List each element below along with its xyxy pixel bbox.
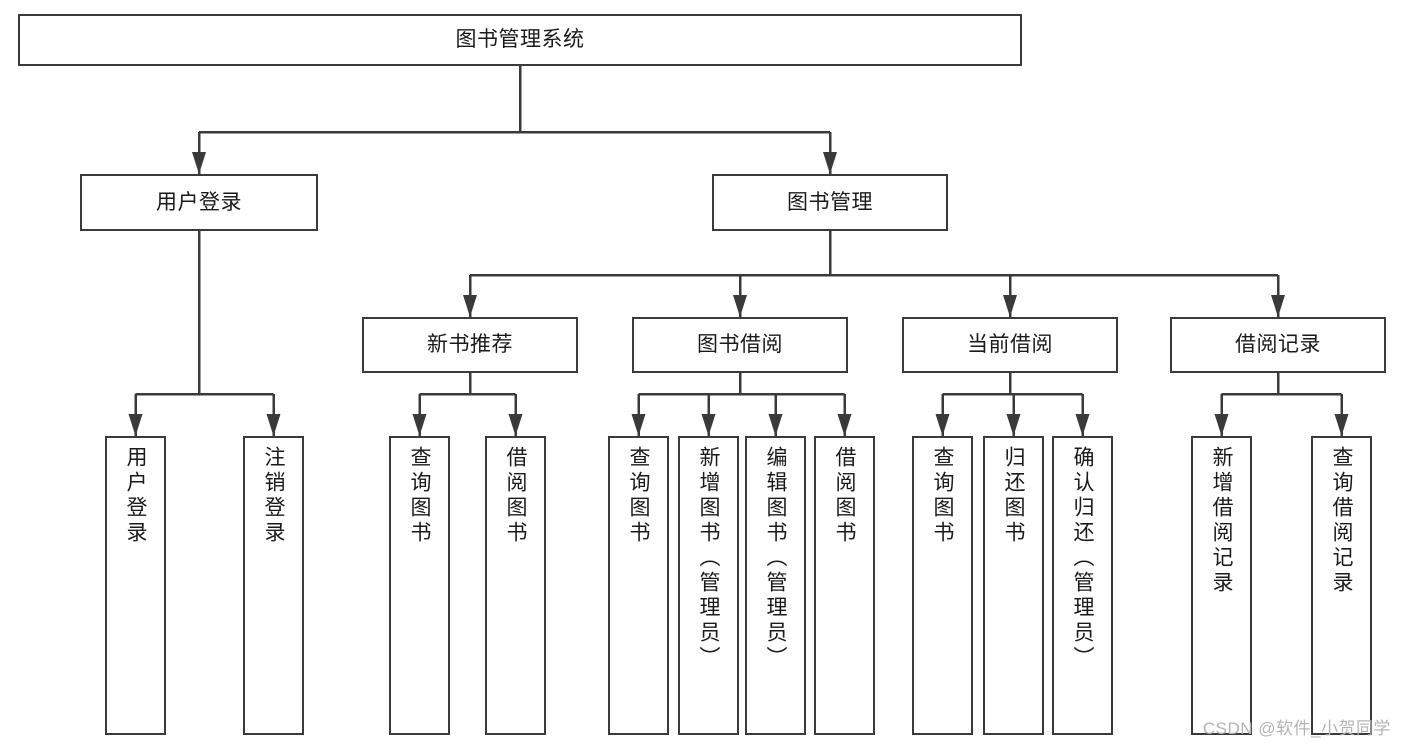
node-root[interactable]: 图书管理系统 (18, 14, 1022, 66)
arrowhead-icon (412, 414, 427, 436)
node-label: 查询借阅记录 (1330, 446, 1353, 596)
arrowhead-icon (1334, 414, 1349, 436)
arrowhead-icon (631, 414, 646, 436)
node-current-borrow[interactable]: 当前借阅 (902, 317, 1118, 373)
node-label: 新书推荐 (427, 333, 513, 357)
node-leaf-b1[interactable]: 借阅图书 (485, 436, 546, 735)
arrowhead-icon (1271, 295, 1285, 317)
arrowhead-icon (192, 152, 206, 174)
node-label: 用户登录 (124, 446, 147, 546)
node-leaf-q1[interactable]: 查询图书 (389, 436, 450, 735)
node-user-login[interactable]: 用户登录 (80, 174, 318, 231)
node-leaf-qrec[interactable]: 查询借阅记录 (1311, 436, 1372, 735)
arrowhead-icon (733, 295, 747, 317)
node-label: 新增借阅记录 (1210, 446, 1233, 596)
node-label: 确认归还（管理员） (1071, 446, 1094, 671)
arrowhead-icon (1075, 414, 1090, 436)
node-label: 借阅图书 (504, 446, 527, 546)
node-label: 当前借阅 (967, 333, 1053, 357)
arrowhead-icon (1214, 414, 1229, 436)
node-borrow-record[interactable]: 借阅记录 (1170, 317, 1386, 373)
node-label: 查询图书 (627, 446, 650, 546)
node-leaf-addrec[interactable]: 新增借阅记录 (1191, 436, 1252, 735)
node-label: 借阅记录 (1235, 333, 1321, 357)
arrowhead-icon (463, 295, 477, 317)
node-leaf-b2[interactable]: 借阅图书 (814, 436, 875, 735)
node-new-book-rec[interactable]: 新书推荐 (362, 317, 578, 373)
node-label: 归还图书 (1002, 446, 1025, 546)
arrowhead-icon (935, 414, 950, 436)
arrowhead-icon (508, 414, 523, 436)
node-label: 查询图书 (408, 446, 431, 546)
node-leaf-login[interactable]: 用户登录 (105, 436, 166, 735)
arrowhead-icon (768, 414, 783, 436)
node-label: 新增图书（管理员） (697, 446, 720, 671)
node-leaf-return[interactable]: 归还图书 (983, 436, 1044, 735)
arrowhead-icon (1006, 414, 1021, 436)
node-leaf-add[interactable]: 新增图书（管理员） (678, 436, 739, 735)
arrowhead-icon (1003, 295, 1017, 317)
arrowhead-icon (701, 414, 716, 436)
node-label: 图书借阅 (697, 333, 783, 357)
node-book-borrow[interactable]: 图书借阅 (632, 317, 848, 373)
node-label: 编辑图书（管理员） (764, 446, 787, 671)
arrowhead-icon (823, 152, 837, 174)
node-label: 借阅图书 (833, 446, 856, 546)
node-leaf-q3[interactable]: 查询图书 (912, 436, 973, 735)
node-leaf-logout[interactable]: 注销登录 (243, 436, 304, 735)
node-leaf-q2[interactable]: 查询图书 (608, 436, 669, 735)
arrowhead-icon (128, 414, 143, 436)
node-leaf-edit[interactable]: 编辑图书（管理员） (745, 436, 806, 735)
node-leaf-confirm[interactable]: 确认归还（管理员） (1052, 436, 1113, 735)
arrowhead-icon (837, 414, 852, 436)
arrowhead-icon (266, 414, 281, 436)
node-label: 图书管理系统 (455, 28, 585, 52)
node-label: 用户登录 (156, 190, 242, 214)
node-book-manage[interactable]: 图书管理 (712, 174, 948, 231)
node-label: 注销登录 (262, 446, 285, 546)
node-label: 查询图书 (931, 446, 954, 546)
node-label: 图书管理 (787, 190, 873, 214)
